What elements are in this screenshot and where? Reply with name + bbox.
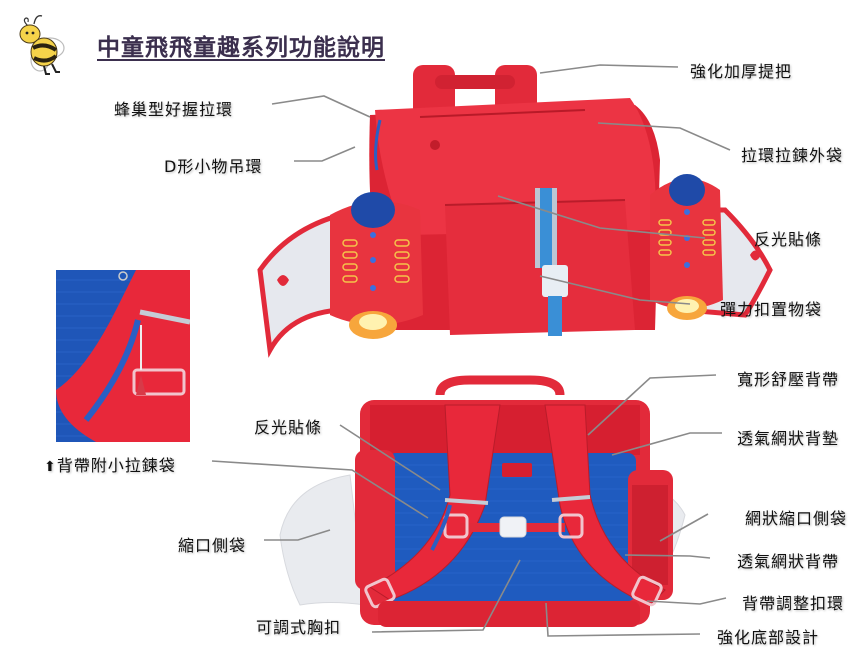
strap-zip-pocket-detail-image (56, 270, 190, 442)
page-title: 中童飛飛童趣系列功能說明 (97, 35, 385, 61)
label-outer-zip-pocket: 拉環拉鍊外袋 (741, 146, 844, 165)
label-reflective-strip-front: 反光貼條 (754, 230, 823, 249)
inset-caption-text: 背帶附小拉鍊袋 (56, 456, 176, 475)
label-reinforced-bottom: 強化底部設計 (717, 628, 820, 647)
arrow-up-icon: ⬆ (44, 459, 57, 475)
label-d-ring: D形小物吊環 (164, 157, 263, 176)
label-elastic-buckle-pocket: 彈力扣置物袋 (720, 300, 823, 319)
label-reflective-strip-back: 反光貼條 (254, 418, 323, 437)
label-mesh-side-pocket: 網狀縮口側袋 (745, 509, 848, 528)
back-backpack-image (270, 375, 690, 645)
label-handle: 強化加厚提把 (690, 62, 793, 81)
label-wide-strap: 寬形舒壓背帶 (737, 370, 840, 389)
label-drawstring-side-pocket: 縮口側袋 (178, 536, 247, 555)
front-backpack-image (255, 60, 775, 360)
inset-caption: ⬆背帶附小拉鍊袋 (44, 452, 176, 476)
label-mesh-back-pad: 透氣網狀背墊 (737, 429, 840, 448)
label-mesh-strap: 透氣網狀背帶 (737, 552, 840, 571)
label-honeycomb-pull: 蜂巢型好握拉環 (114, 100, 234, 119)
label-chest-buckle: 可調式胸扣 (256, 618, 342, 637)
bee-mascot-icon (10, 10, 72, 82)
label-strap-adjust-buckle: 背帶調整扣環 (742, 594, 845, 613)
